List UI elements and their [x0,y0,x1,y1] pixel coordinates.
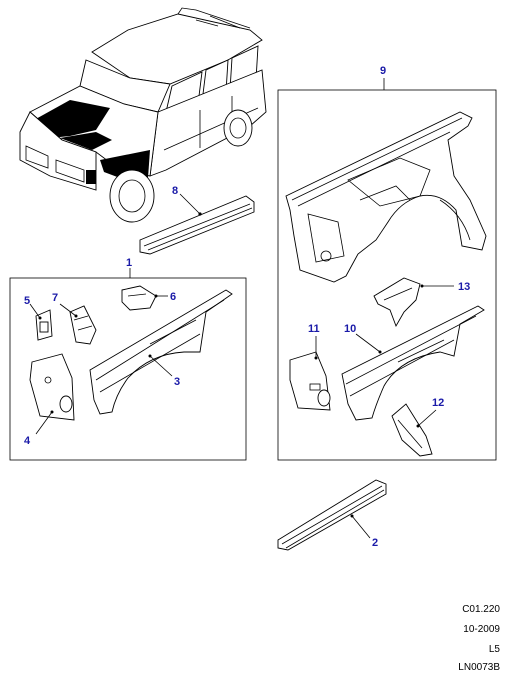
part-12-drawing [391,403,437,457]
group-box-1 [9,277,247,461]
part-9-drawing [285,111,487,283]
part-2-drawing [277,479,387,551]
footer-date: 10-2009 [463,624,500,635]
callout-4: 4 [24,435,31,447]
callout-9: 9 [380,65,386,77]
callout-1: 1 [126,257,132,269]
vehicle-illustration [19,7,267,223]
callout-2: 2 [372,537,378,549]
callout-12: 12 [432,397,444,409]
callout-8: 8 [172,185,178,197]
group-box-9 [277,89,497,461]
callout-7: 7 [52,292,58,304]
part-5-drawing [29,303,53,341]
part-8-drawing [139,193,255,255]
callout-10: 10 [344,323,356,335]
part-6-drawing [121,285,168,311]
part-7-drawing [59,303,97,345]
footer-ref: LN0073B [458,662,500,673]
part-10-drawing [341,305,485,421]
callout-11: 11 [308,323,320,335]
callout-13: 13 [458,281,470,293]
callout-5: 5 [24,295,30,307]
part-13-drawing [373,277,454,328]
part-4-drawing [29,353,75,435]
callout-6: 6 [170,291,176,303]
footer-level: L5 [488,644,500,655]
part-3-drawing [89,289,233,415]
part-11-drawing [289,336,331,411]
callout-3: 3 [174,376,180,388]
footer-code: C01.220 [462,604,500,615]
